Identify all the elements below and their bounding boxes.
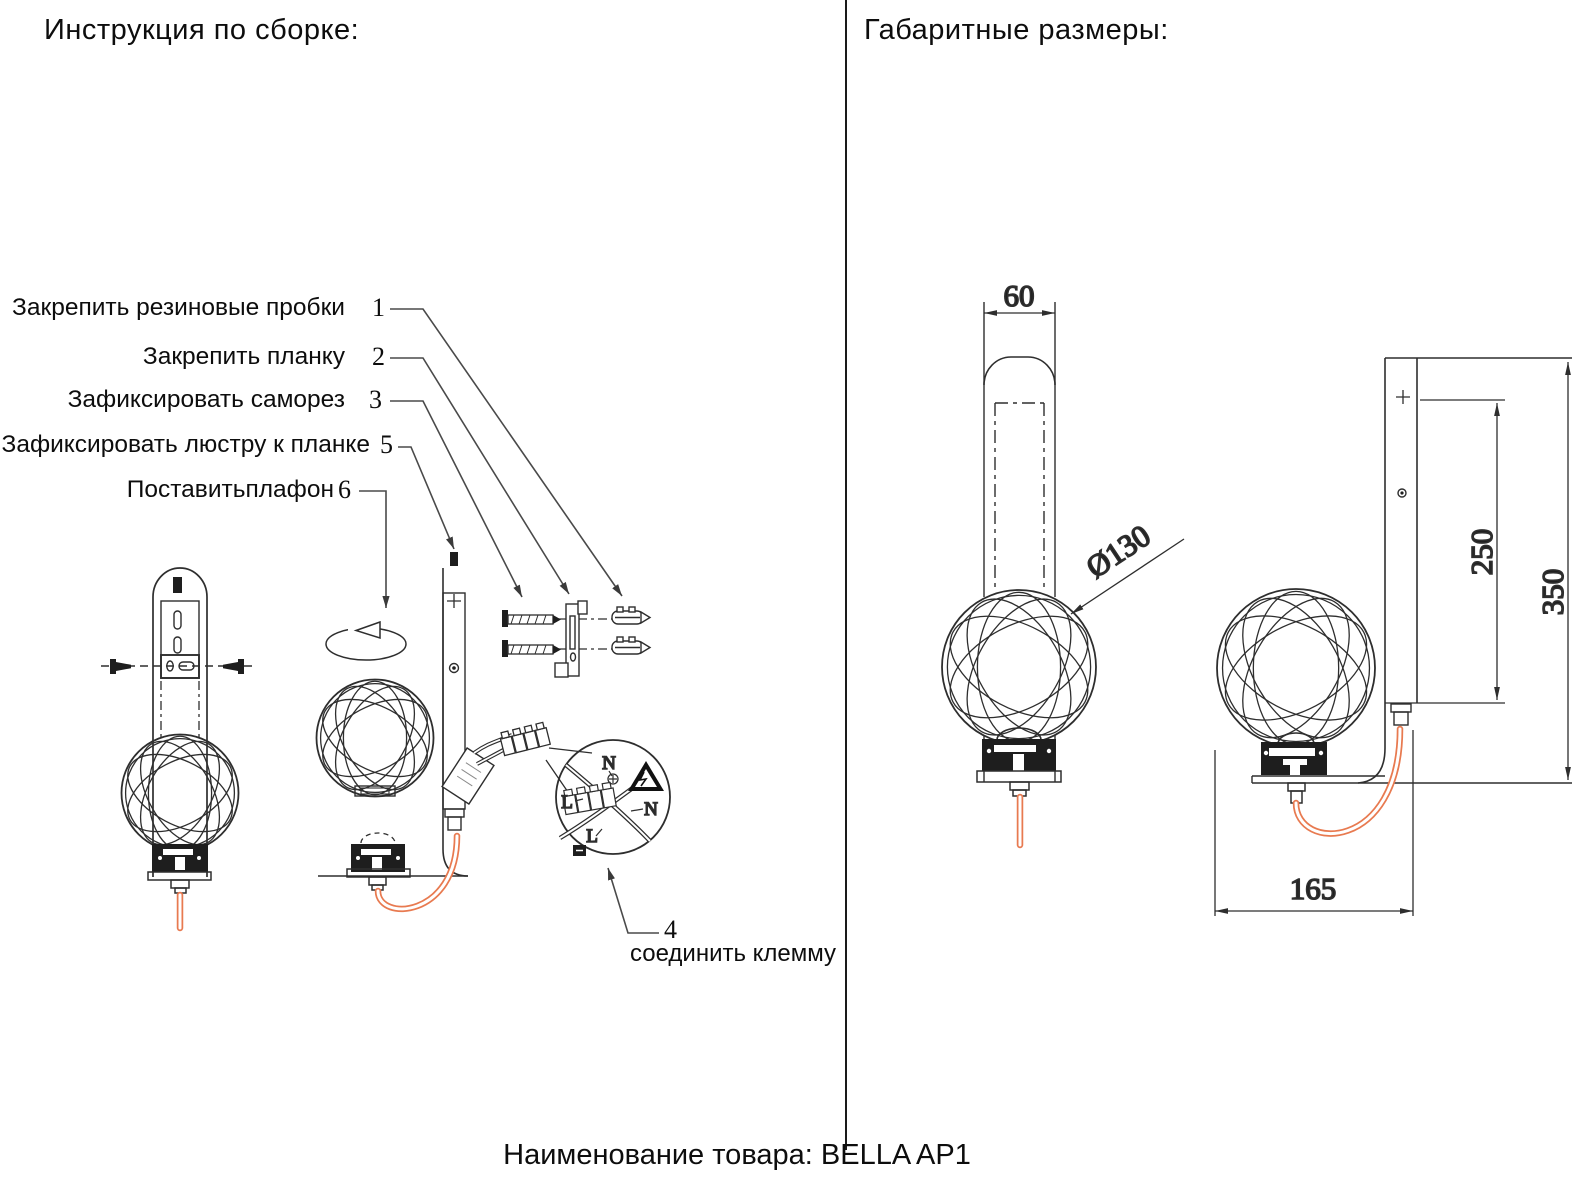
left-panel-title: Инструкция по сборке: [44,14,360,46]
wiring-detail-circle: N L L N [555,739,671,856]
step-number-1: 1 [372,293,385,322]
wall-anchor-icon [611,606,652,625]
screw-icon [502,610,561,627]
power-cables [176,725,1404,932]
step-number-2: 2 [372,342,385,371]
step-number-3: 3 [369,385,382,414]
panel-divider [845,0,847,1150]
step-number-5: 5 [380,430,393,459]
right-panel-title: Габаритные размеры: [864,14,1169,46]
mounting-hardware [502,600,652,678]
step-label-5: Зафиксировать люстру к планке [1,431,370,458]
wire-label-n-right: N [644,799,658,820]
drawing-dim-side: 250 350 165 [1207,357,1572,916]
step-number-4: 4 [664,915,677,944]
electric-warning-icon [628,761,664,791]
step-label-6: Поставитьплафон [126,476,334,503]
drawing-exploded-assembly [309,552,652,891]
step-label-1: Закрепить резиновые пробки [12,294,345,321]
warning-tag [441,747,495,805]
drawing-dim-front: 60 Ø130 [932,277,1185,797]
step-label-3: Зафиксировать саморез [67,386,345,413]
wall-anchor-icon [611,636,652,655]
mounting-bar-icon [554,600,588,678]
side-screws-icon [110,659,244,674]
dim-bracket-width: 60 [1004,278,1035,313]
wire-label-n-top: N [602,753,616,774]
dim-depth: 165 [1290,871,1337,906]
step-label-4: соединить клемму [629,940,837,967]
dim-overall-height: 350 [1535,569,1570,616]
terminal-block-icon [499,721,552,757]
screw-icon [502,640,561,657]
dim-shade-diameter: Ø130 [1080,518,1157,585]
step-number-6: 6 [338,475,351,504]
step-label-2: Закрепить планку [142,343,345,370]
wire-label-l-left: L [561,792,573,813]
product-name: Наименование товара: BELLA AP1 [503,1139,971,1171]
rotate-arrow-icon [325,620,407,661]
dim-plate-height: 250 [1464,529,1499,576]
step-leader-lines [359,308,659,934]
drawing-wall-lamp-front [101,567,257,894]
wire-label-l-bottom: L [586,826,598,847]
